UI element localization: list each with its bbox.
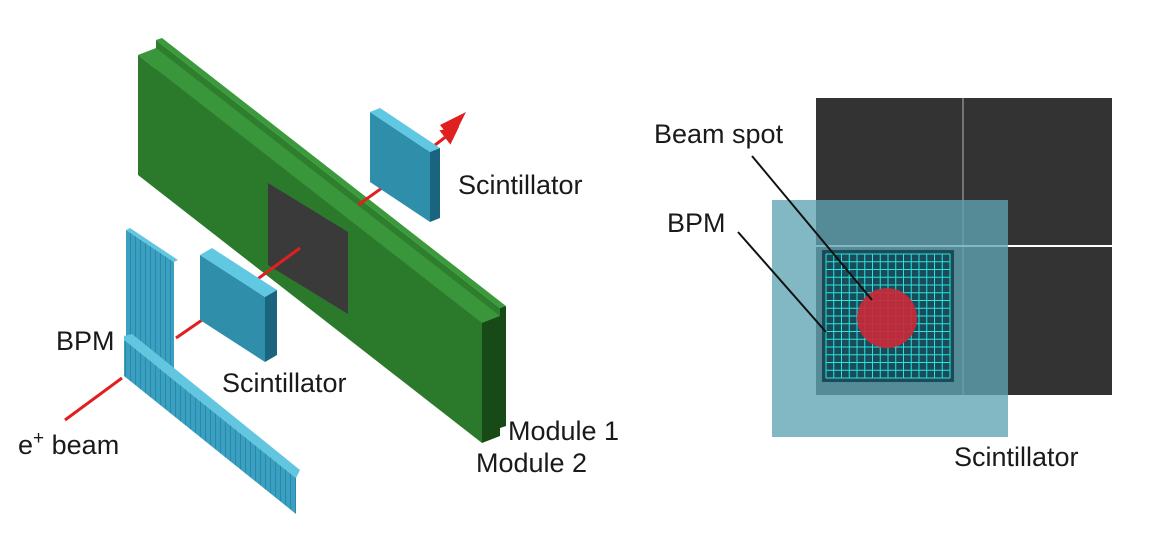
isometric-view: Scintillator Scintillator BPM e+ beam Mo… [18,38,619,514]
label-beam-spot: Beam spot [654,119,784,149]
label-module-1: Module 1 [508,416,619,446]
pointer-bpm [737,231,827,333]
pointer-beam-spot [751,155,873,301]
bpm-horizontal-plane [124,334,300,514]
beam-spot [857,288,917,348]
label-scintillator-right: Scintillator [954,442,1079,472]
beam-line [64,376,123,422]
label-module-2: Module 2 [476,448,587,478]
label-beam: e+ beam [18,428,119,460]
scintillator-upstream [200,248,277,362]
label-scintillator-bottom: Scintillator [222,368,347,398]
label-bpm-left: BPM [56,326,115,356]
beam-arrow-icon [440,112,466,140]
module-window [268,183,348,314]
beam-line-mid [175,316,206,340]
label-bpm-right: BPM [667,208,726,238]
label-scintillator-top: Scintillator [458,170,583,200]
scintillator-downstream [370,108,440,222]
front-view: Beam spot BPM Scintillator [654,98,1112,472]
module-1-plate [138,48,500,443]
